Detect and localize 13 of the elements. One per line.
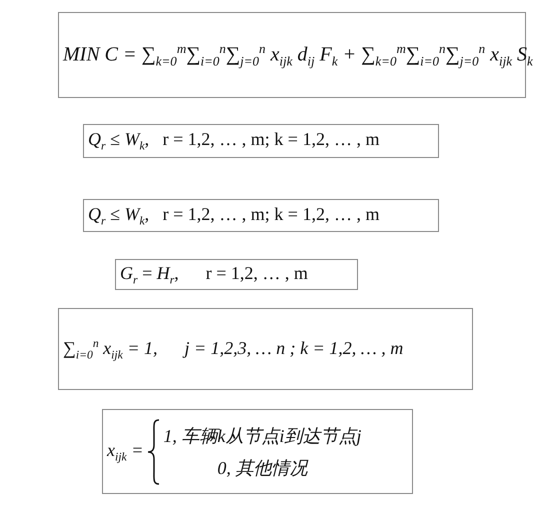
case-text: 0, 其他情况 xyxy=(217,456,308,480)
formula-text: ∑$_{i=0}$$^{n}$ x$_{ijk}$ = 1, j = 1,2,3, … n ; k = 1,2, … , m xyxy=(63,336,404,362)
formula-text: MIN C = ∑$_{k=0}$$^{m}$∑$_{i=0}$$^{n}$∑$_{j=0}$$^{n}$ x$_{ijk}$ d$_{ij}$ F$_{k}$ + ∑$_{k=0}$$^{m}$∑$_{i=0}$$^{n}$∑$_{j=0}$$^{n}$ x$_{ijk}$ S$_{k}$ xyxy=(63,40,533,70)
case-text: 1, 车辆k从节点i到达节点j xyxy=(163,424,362,448)
formula-box xyxy=(83,199,439,232)
formula-box xyxy=(102,409,413,494)
formula-box xyxy=(58,308,473,390)
formula-text: Q$_{r}$ ≤ W$_{k}$, r = 1,2, … , m; k = 1,2, … , m xyxy=(88,129,380,153)
formula-box xyxy=(83,124,439,158)
formula-box xyxy=(115,259,358,290)
formula-text: Q$_{r}$ ≤ W$_{k}$, r = 1,2, … , m; k = 1,2, … , m xyxy=(88,204,380,228)
formula-text: x$_{ijk}$ = xyxy=(107,440,144,464)
formula-text: G$_{r}$ = H$_{r}$, r = 1,2, … , m xyxy=(120,262,308,286)
